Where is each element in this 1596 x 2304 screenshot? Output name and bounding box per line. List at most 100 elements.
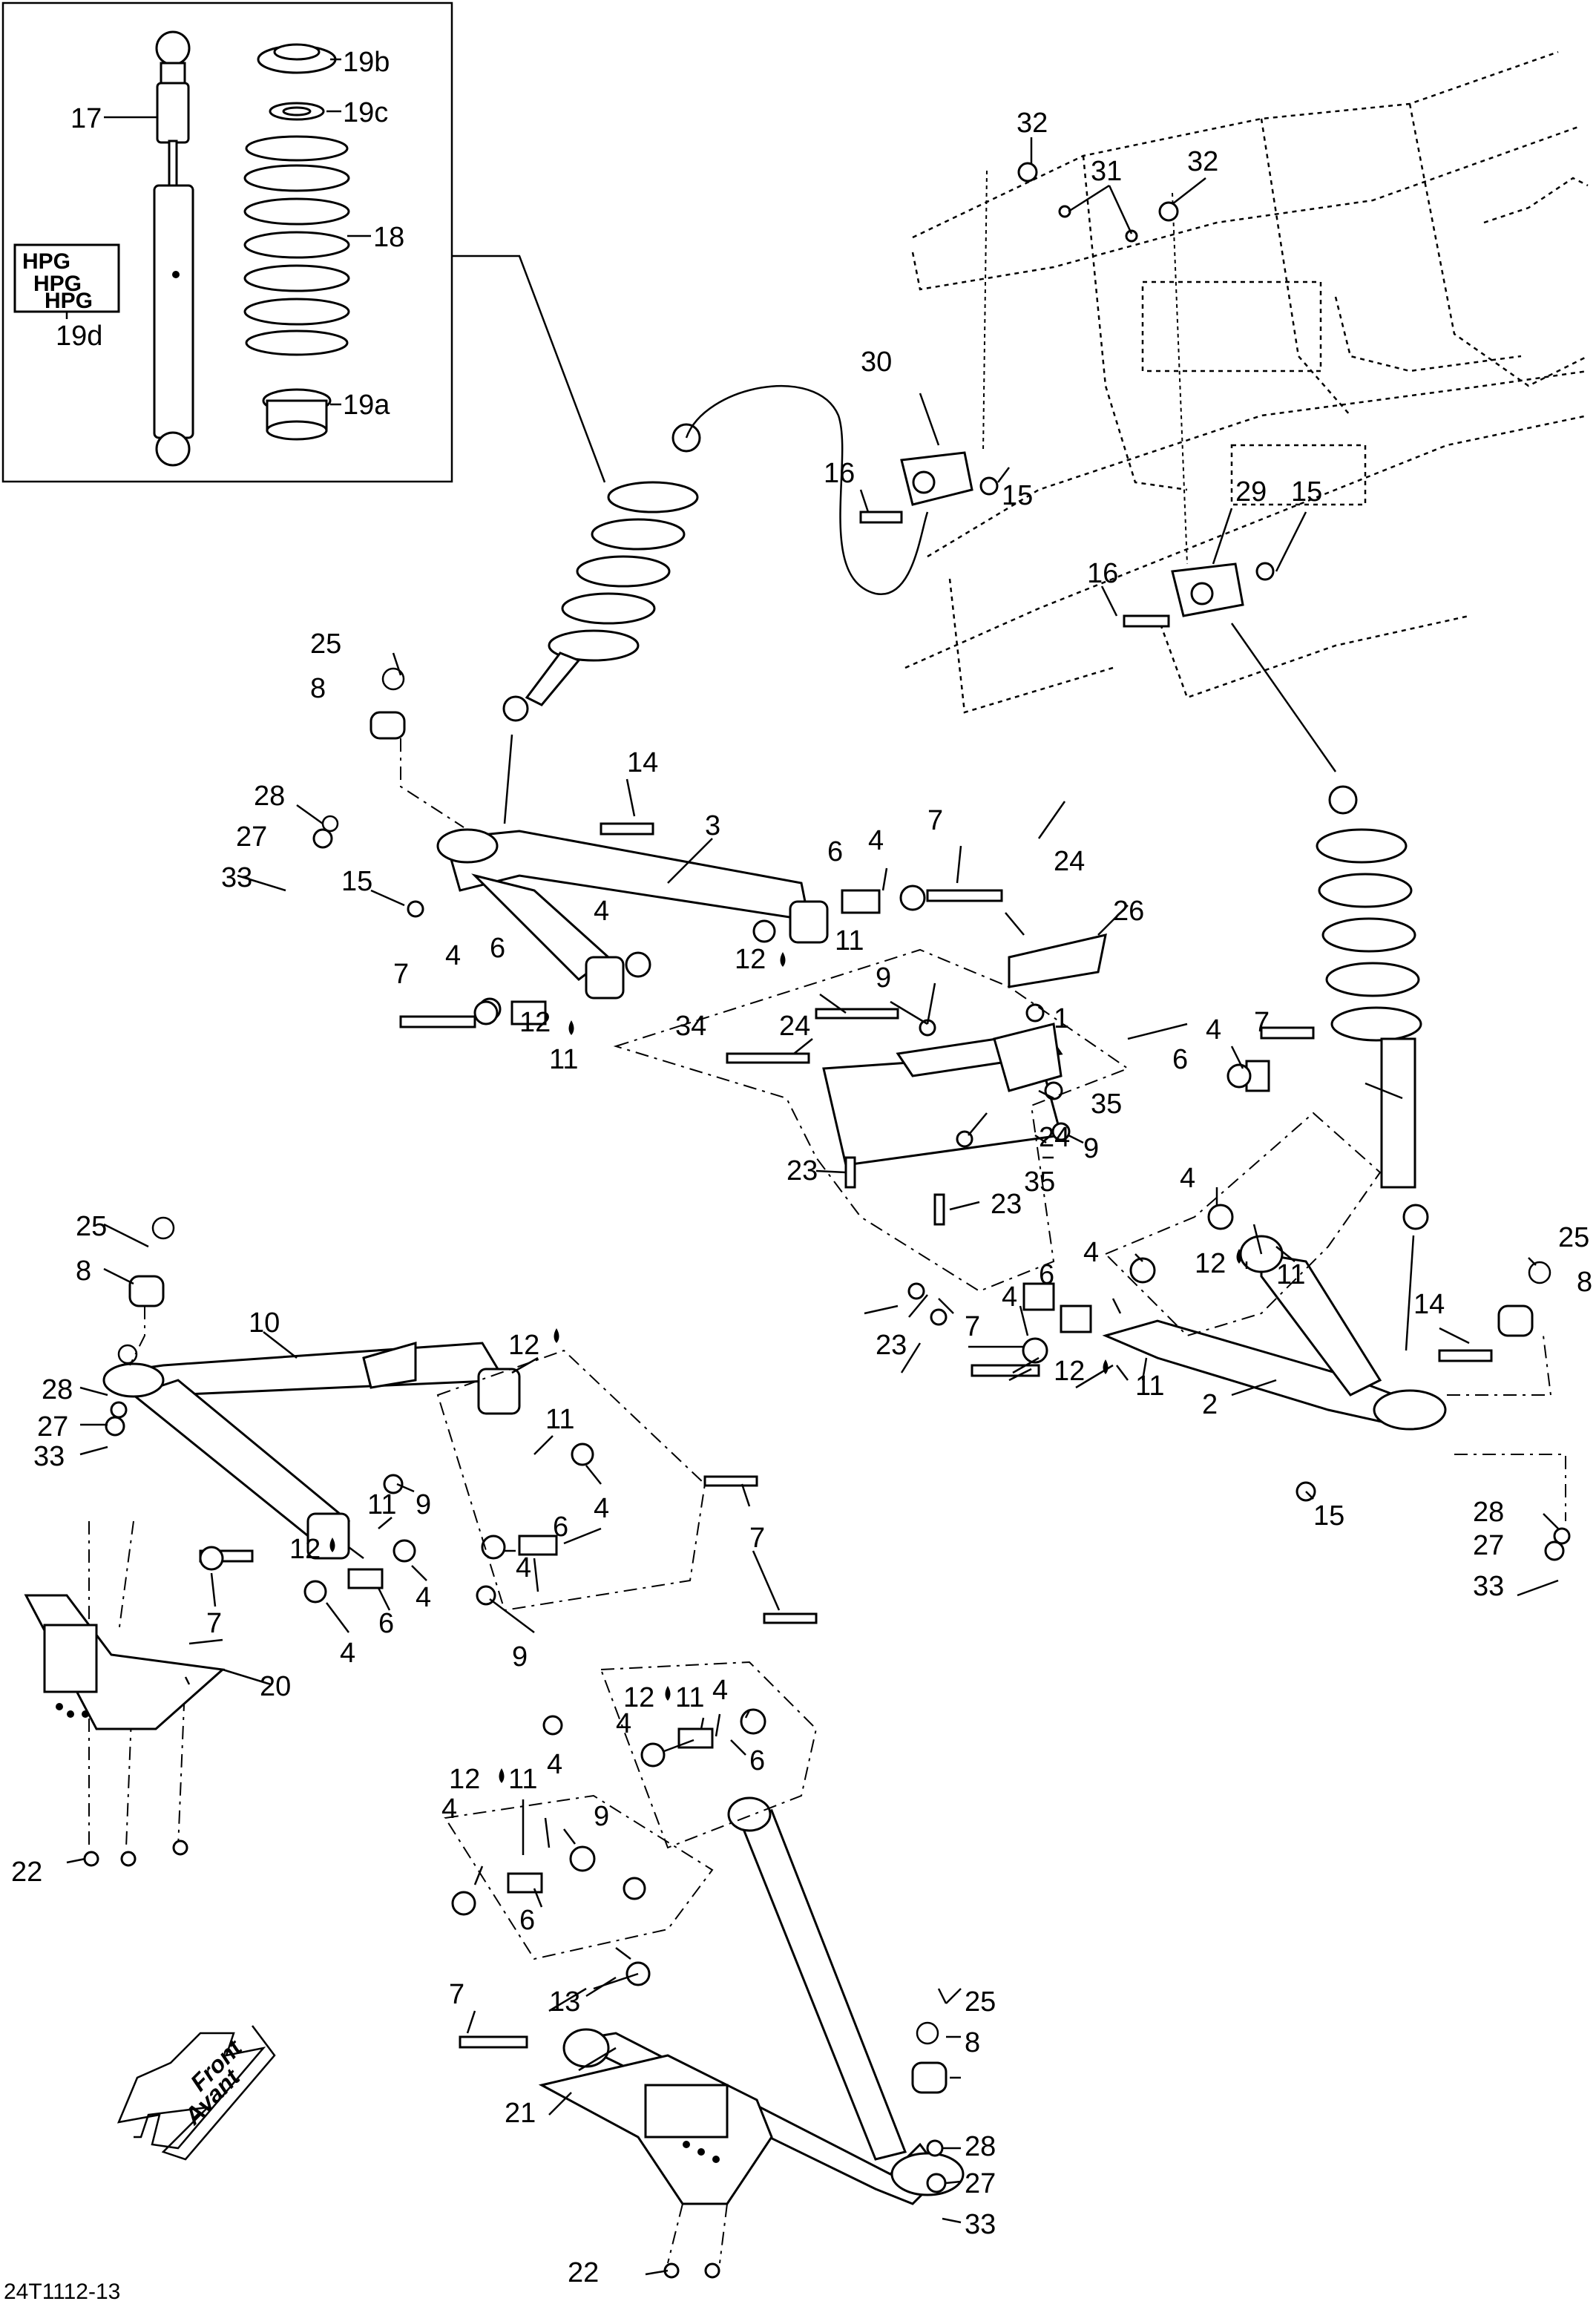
callout-35: 35: [1091, 1089, 1122, 1120]
callout-32: 32: [1017, 108, 1048, 139]
callout-12: 12: [508, 1330, 539, 1361]
callout-28: 28: [254, 781, 285, 812]
skid-plate-right: [538, 2054, 773, 2264]
callout-27: 27: [236, 821, 267, 853]
callout-7: 7: [749, 1523, 765, 1554]
callout-22: 22: [568, 2257, 599, 2288]
callout-11: 11: [367, 1489, 396, 1520]
callout-12: 12: [449, 1764, 480, 1795]
callout-24: 24: [1054, 846, 1085, 877]
callout-6: 6: [749, 1745, 765, 1776]
callout-9: 9: [1083, 1133, 1099, 1164]
callout-4: 4: [616, 1708, 631, 1739]
callout-9: 9: [594, 1801, 609, 1832]
label-18: 18: [373, 222, 404, 253]
callout-4: 4: [712, 1675, 728, 1706]
callout-16: 16: [1087, 558, 1118, 589]
skid-plate-left: [24, 1594, 226, 1730]
callout-31: 31: [1091, 156, 1122, 187]
callout-11: 11: [1135, 1371, 1164, 1402]
callout-9: 9: [416, 1489, 431, 1520]
callout-7: 7: [927, 805, 943, 836]
callout-20: 20: [260, 1671, 291, 1702]
upper-a-arm-left: [436, 828, 829, 1021]
shock-components-inset: HPG HPG HPG: [1, 1, 606, 483]
callout-7: 7: [206, 1608, 222, 1639]
lower-left-hardware: [199, 1349, 818, 1624]
callout-4: 4: [868, 825, 884, 856]
callout-8: 8: [310, 673, 326, 704]
callout-11: 11: [545, 1404, 574, 1435]
callout-14: 14: [627, 747, 658, 778]
callout-8: 8: [76, 1256, 91, 1287]
callout-7: 7: [965, 1311, 980, 1342]
grease-droplet-icons: [329, 952, 1242, 1783]
callout-7: 7: [1254, 1007, 1270, 1038]
callout-21: 21: [505, 2098, 536, 2129]
callout-28: 28: [42, 1374, 73, 1405]
right-shock-absorber: [1230, 623, 1429, 1351]
callout-4: 4: [416, 1582, 431, 1613]
callout-22: 22: [11, 1857, 42, 1888]
svg-text:HPG: HPG: [45, 289, 93, 313]
callout-12: 12: [519, 1007, 551, 1038]
label-19d: 19d: [56, 321, 102, 352]
lower-a-arm-left: [88, 1216, 521, 1848]
callout-11: 11: [835, 925, 864, 956]
callout-12: 12: [289, 1534, 321, 1565]
vehicle-frame: [904, 50, 1589, 714]
callout-15: 15: [341, 866, 372, 897]
label-19a: 19a: [343, 390, 390, 421]
callout-11: 11: [549, 1044, 578, 1075]
left-shock-absorber: [502, 384, 929, 824]
callout-4: 4: [1002, 1281, 1017, 1313]
callout-24: 24: [779, 1011, 810, 1042]
label-17: 17: [70, 103, 102, 134]
callout-33: 33: [221, 862, 252, 893]
svg-text:HPG: HPG: [33, 272, 82, 296]
label-19b: 19b: [343, 47, 390, 78]
callout-12: 12: [735, 944, 766, 975]
callout-15: 15: [1291, 476, 1322, 508]
callout-28: 28: [965, 2131, 996, 2162]
skid-plate-fasteners: [83, 1839, 720, 2279]
callout-6: 6: [1172, 1044, 1188, 1075]
front-mount-bracket: [613, 933, 1130, 1326]
callout-13: 13: [549, 1986, 580, 2018]
callout-23: 23: [876, 1330, 907, 1361]
shock-absorber-part: [153, 30, 194, 467]
callout-30: 30: [861, 347, 892, 378]
callout-6: 6: [519, 1905, 535, 1936]
callout-6: 6: [827, 836, 843, 867]
callout-4: 4: [441, 1793, 457, 1825]
callout-10: 10: [249, 1307, 280, 1339]
callout-numbers: 32 31 32 30 16 15 29 15 16 25 8 14 3 28 …: [11, 108, 1592, 2288]
callout-11: 11: [675, 1682, 704, 1713]
callout-33: 33: [1473, 1571, 1504, 1602]
callout-4: 4: [1206, 1014, 1221, 1046]
shock-bracket-30: [900, 170, 988, 506]
front-direction-arrow: Front Avant: [116, 2025, 276, 2161]
callout-4: 4: [547, 1749, 562, 1780]
callout-6: 6: [553, 1512, 568, 1543]
callout-2: 2: [1202, 1389, 1218, 1420]
spring-seat-lower-part: [262, 388, 332, 441]
callout-27: 27: [965, 2168, 996, 2199]
callout-7: 7: [449, 1979, 464, 2010]
callout-25: 25: [965, 1986, 996, 2018]
callout-6: 6: [490, 933, 505, 964]
callout-7: 7: [393, 959, 409, 990]
callout-32: 32: [1187, 146, 1218, 177]
callout-4: 4: [594, 1493, 609, 1524]
callout-1: 1: [1054, 1003, 1069, 1034]
callout-26: 26: [1113, 896, 1144, 927]
callout-12: 12: [1195, 1248, 1226, 1279]
shock-bracket-29: [1171, 192, 1244, 617]
callout-4: 4: [1180, 1163, 1195, 1194]
callout-23: 23: [786, 1155, 818, 1187]
callout-11: 11: [508, 1764, 537, 1795]
callout-4: 4: [340, 1638, 355, 1669]
hpg-decal: HPG HPG HPG: [13, 243, 120, 313]
upper-left-hardware: [312, 667, 1003, 1028]
callout-33: 33: [33, 1441, 65, 1472]
